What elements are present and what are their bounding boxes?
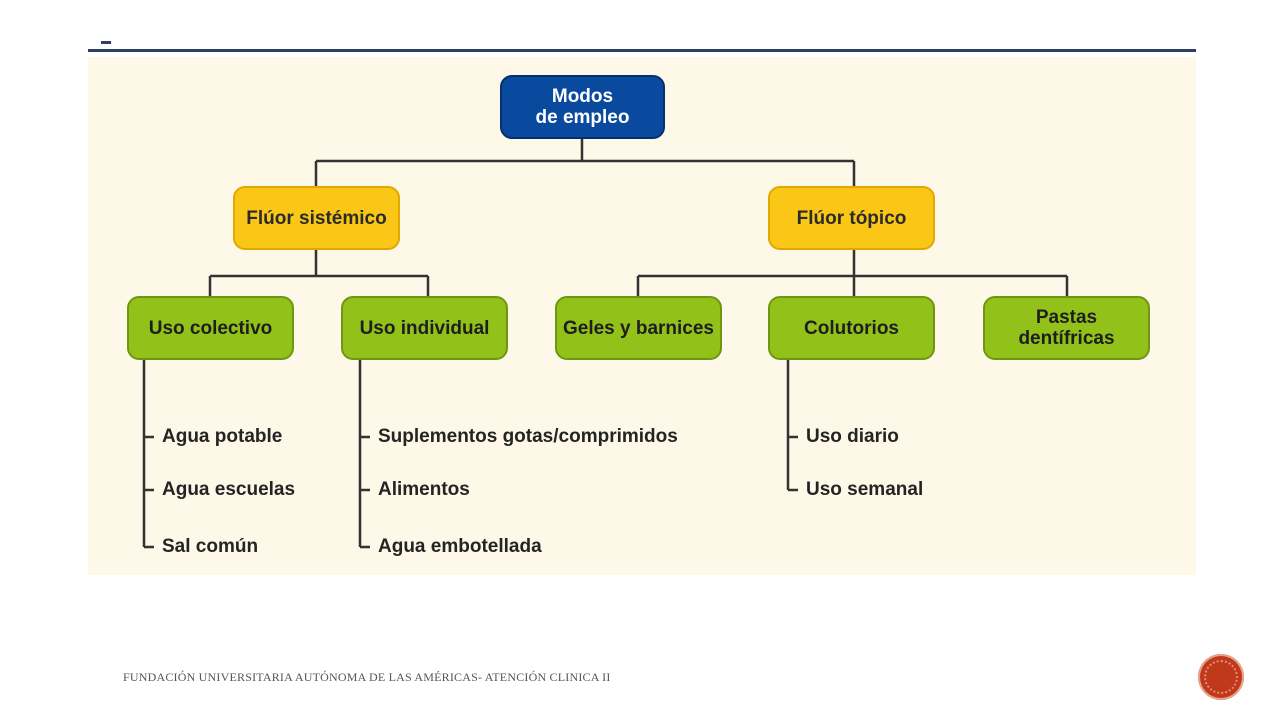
node-colutorios: Colutorios <box>768 296 935 360</box>
connector-lines <box>142 139 1069 549</box>
node-uso-individual: Uso individual <box>341 296 508 360</box>
list-item: Agua escuelas <box>162 479 296 500</box>
header-mark <box>101 41 111 44</box>
slide-badge-icon <box>1198 654 1244 700</box>
list-item: Suplementos gotas/comprimidos <box>378 426 678 447</box>
list-item: Agua embotellada <box>378 536 542 557</box>
list-item: Uso semanal <box>806 479 924 500</box>
node-fluor-sistemico: Flúor sistémico <box>233 186 400 250</box>
node-pastas-dentifricas: Pastas dentífricas <box>983 296 1150 360</box>
list-item: Uso diario <box>806 426 899 447</box>
footer-text: FUNDACIÓN UNIVERSITARIA AUTÓNOMA DE LAS … <box>123 670 611 684</box>
tree-diagram: Modos de empleo Flúor sistémico Flúor tó… <box>88 57 1196 575</box>
node-geles-barnices: Geles y barnices <box>555 296 722 360</box>
node-root: Modos de empleo <box>500 75 665 139</box>
node-uso-colectivo: Uso colectivo <box>127 296 294 360</box>
node-fluor-topico: Flúor tópico <box>768 186 935 250</box>
header-rule <box>88 49 1196 52</box>
list-item: Sal común <box>162 536 259 557</box>
list-item: Agua potable <box>162 426 283 447</box>
list-item: Alimentos <box>378 479 470 500</box>
